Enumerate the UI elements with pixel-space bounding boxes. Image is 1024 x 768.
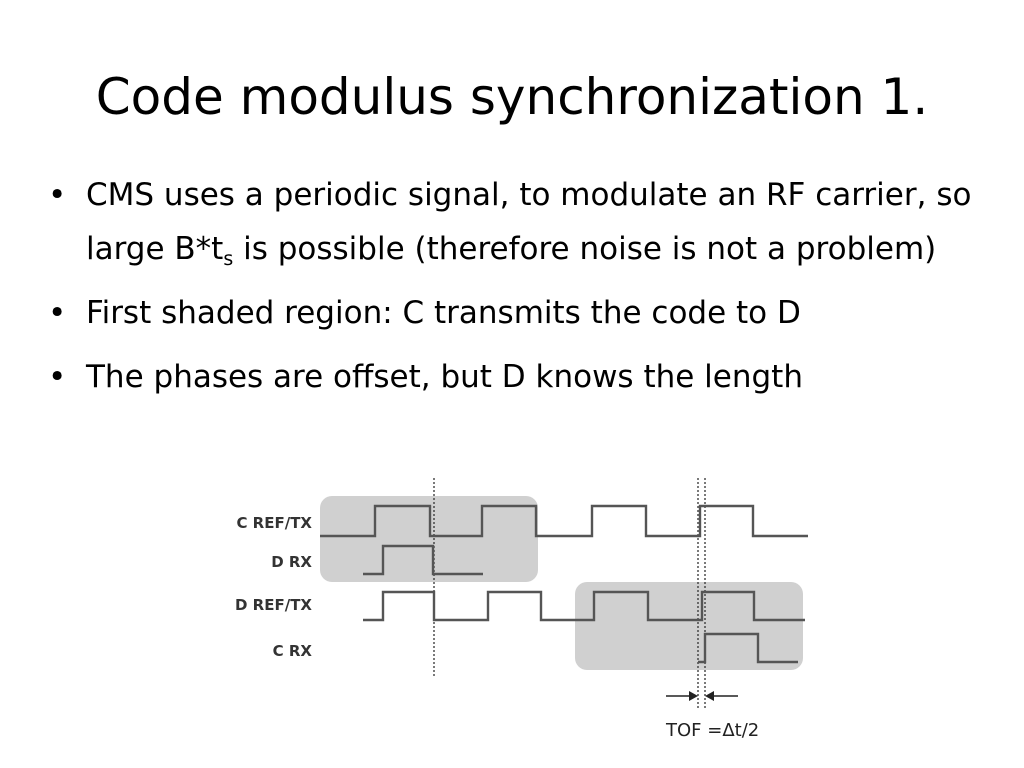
bullet-dot: •: [48, 359, 67, 395]
tof-arrow-right-icon: [705, 691, 738, 701]
waveform-d-ref-tx: [363, 590, 805, 622]
label-c-rx: C RX: [273, 642, 313, 660]
bullet-list: • CMS uses a periodic signal, to modulat…: [48, 168, 988, 414]
bullet-dot: •: [48, 295, 67, 331]
label-d-rx: D RX: [271, 553, 312, 571]
bullet-text-2: First shaded region: C transmits the cod…: [86, 295, 801, 331]
bullet-item-2: • First shaded region: C transmits the c…: [48, 286, 988, 340]
waveform-c-ref-tx: [320, 504, 808, 538]
bullet-text-3: The phases are offset, but D knows the l…: [86, 359, 803, 395]
waveform-d-rx: [363, 544, 483, 576]
bullet-item-3: • The phases are offset, but D knows the…: [48, 350, 988, 404]
tof-label: TOF =Δt/2: [665, 720, 759, 741]
slide-title: Code modulus synchronization 1.: [95, 68, 929, 126]
waveform-c-rx: [698, 632, 798, 664]
timing-diagram: C REF/TX D RX D REF/TX C RX TOF =Δt/2: [220, 478, 820, 748]
bullet-dot: •: [48, 177, 67, 213]
shaded-region-d-transmit: [575, 582, 803, 670]
bullet-item-1: • CMS uses a periodic signal, to modulat…: [48, 168, 988, 276]
bullet-subscript: s: [223, 248, 234, 270]
timing-diagram-svg: C REF/TX D RX D REF/TX C RX TOF =Δt/2: [235, 478, 808, 741]
label-c-ref-tx: C REF/TX: [236, 514, 312, 532]
tof-arrow-left-icon: [666, 691, 698, 701]
label-d-ref-tx: D REF/TX: [235, 596, 312, 614]
bullet-text-1a: CMS uses a periodic signal, to modulate …: [86, 177, 972, 267]
bullet-text-1b: is possible (therefore noise is not a pr…: [233, 231, 937, 267]
